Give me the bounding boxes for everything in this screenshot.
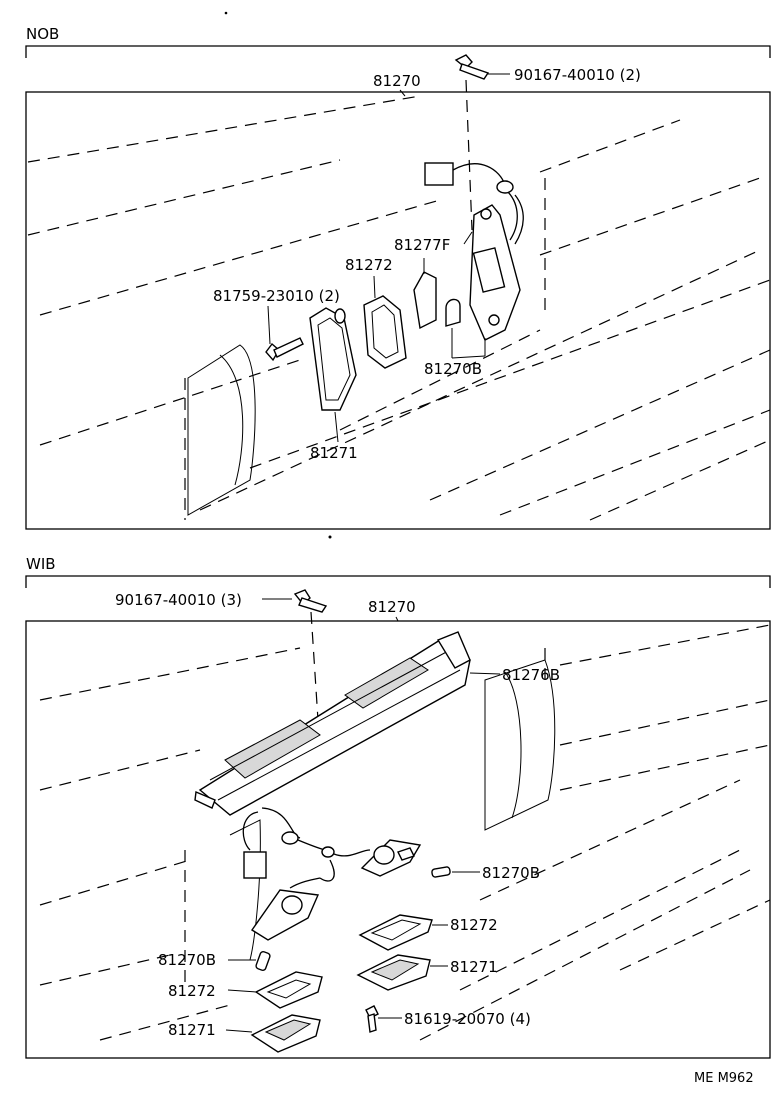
lens-right-part — [356, 954, 448, 991]
label-81270b-right: 81270B — [482, 864, 540, 882]
assembly-leader — [399, 89, 406, 97]
socket-housing — [469, 204, 521, 341]
screw-part — [454, 54, 510, 231]
screw-part — [262, 589, 328, 721]
bulb-left-part — [228, 950, 271, 972]
lens-left-part — [225, 1014, 321, 1053]
section-nob: NOB 81270 — [25, 25, 771, 530]
label-81276b: 81276B — [502, 666, 560, 684]
section-title-nob: NOB — [26, 25, 59, 43]
section-wib: WIB 901 — [25, 555, 771, 1059]
label-81272-left: 81272 — [168, 982, 216, 1000]
scan-dot — [224, 11, 228, 15]
gasket-part — [363, 295, 407, 369]
label-81759-23010-2: 81759-23010 (2) — [213, 287, 340, 305]
label-90167-40010-3: 90167-40010 (3) — [115, 591, 242, 609]
wire-connector — [424, 162, 524, 245]
label-81270b: 81270B — [424, 360, 482, 378]
label-90167-40010-2: 90167-40010 (2) — [514, 66, 641, 84]
socket-right — [360, 839, 422, 877]
body-outline-lines — [39, 624, 771, 1041]
scan-dot — [328, 535, 332, 539]
label-81277f: 81277F — [394, 236, 450, 254]
body-outline-lines — [27, 95, 771, 521]
label-81270: 81270 — [368, 598, 416, 616]
label-81271-right: 81271 — [450, 958, 498, 976]
label-81272-right: 81272 — [450, 916, 498, 934]
section-bracket — [25, 575, 771, 588]
label-81270b-left: 81270B — [158, 951, 216, 969]
label-81619-20070-4: 81619-20070 (4) — [404, 1010, 531, 1028]
section-frame — [25, 91, 771, 530]
lens-part — [309, 307, 357, 411]
label-81271-left: 81271 — [168, 1021, 216, 1039]
bolt-part — [265, 305, 304, 362]
bolt-part — [365, 1005, 402, 1033]
label-81272: 81272 — [345, 256, 393, 274]
socket-left — [251, 889, 320, 941]
section-title-wib: WIB — [26, 555, 56, 573]
footer-code: ME M962 — [694, 1071, 754, 1086]
gasket-left-part — [227, 971, 323, 1009]
bulb-part — [445, 298, 486, 359]
leader-81277f — [463, 231, 473, 245]
bracket-part — [194, 631, 471, 816]
section-bracket — [25, 45, 771, 58]
gasket-f-part — [413, 271, 437, 330]
label-81270: 81270 — [373, 72, 421, 90]
bulb-right-part — [431, 866, 480, 878]
label-81271: 81271 — [310, 444, 358, 462]
gasket-right-part — [358, 914, 448, 951]
wire-harness — [242, 807, 371, 889]
